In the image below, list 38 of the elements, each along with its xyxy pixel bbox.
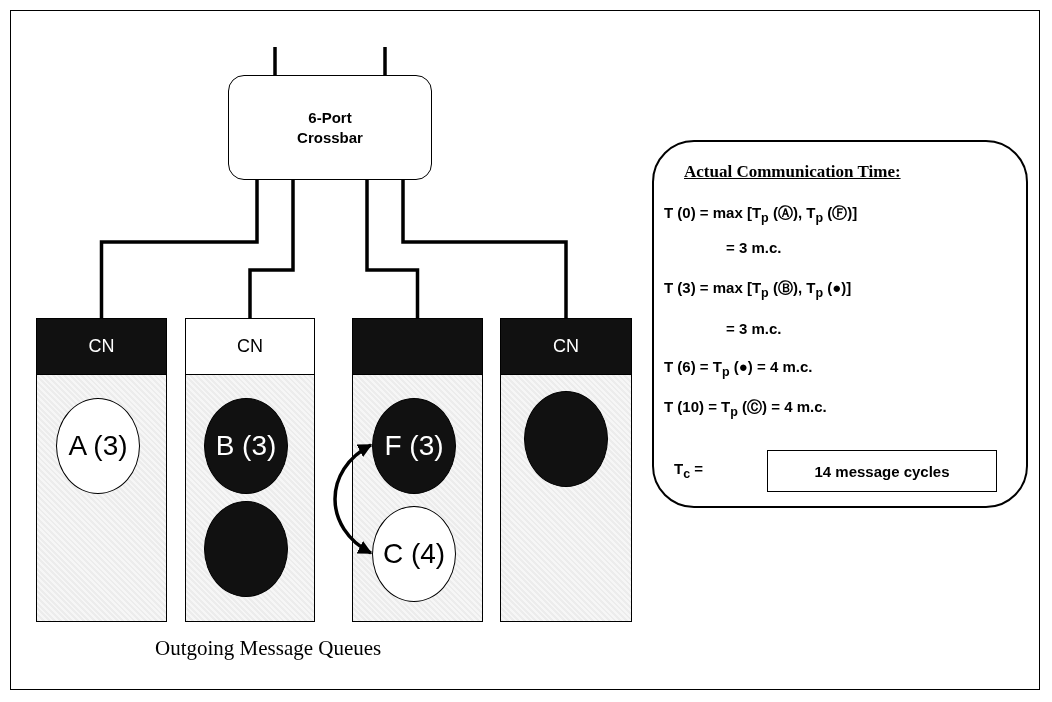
formula-text: = 3 m.c. xyxy=(726,320,782,337)
node-queue-column xyxy=(36,318,167,622)
formula-text: T (10) = T$_{p}$ (Ⓒ) = 4 m.c. xyxy=(664,398,827,419)
result-box xyxy=(767,450,997,492)
node-queue-column xyxy=(352,318,483,622)
timing-panel xyxy=(652,140,1028,508)
node-label: CN xyxy=(88,336,115,357)
link-line xyxy=(248,180,295,318)
link-line xyxy=(273,47,277,75)
formula-text: T (3) = max [T$_{p}$ (Ⓑ), T$_{p}$ (●)] xyxy=(664,279,852,300)
formula-text: T$_{c}$ = xyxy=(674,460,704,481)
formula-text: T (6) = T$_{p}$ (●) = 4 m.c. xyxy=(664,358,813,379)
message-label: A (3) xyxy=(68,430,128,462)
message-ellipse xyxy=(372,506,456,602)
node-label: CN xyxy=(553,336,579,357)
message-ellipse xyxy=(204,398,288,494)
link-line xyxy=(401,180,568,318)
link-line xyxy=(99,180,259,318)
crossbar-label: 6-Port Crossbar xyxy=(296,107,364,148)
node-queue-column xyxy=(185,318,315,622)
message-ellipse xyxy=(56,398,140,494)
link-line xyxy=(365,180,420,318)
message-ellipse xyxy=(204,501,288,597)
panel-title: Actual Communication Time: xyxy=(684,162,901,182)
message-label: C (4) xyxy=(382,538,446,570)
crossbar-box xyxy=(228,75,432,180)
formula-text: T (0) = max [T$_{p}$ (Ⓐ), T$_{p}$ (Ⓕ)] xyxy=(664,204,858,225)
message-ellipse xyxy=(372,398,456,494)
node-queue-column xyxy=(500,318,632,622)
message-ellipse xyxy=(524,391,608,487)
caption-text: Outgoing Message Queues xyxy=(155,636,382,661)
link-line xyxy=(383,47,387,75)
result-text: 14 message cycles xyxy=(814,462,950,480)
message-label: F (3) xyxy=(384,430,444,462)
arrow xyxy=(333,443,373,555)
node-label: CN xyxy=(237,336,263,357)
formula-text: = 3 m.c. xyxy=(726,239,782,256)
message-label: B (3) xyxy=(215,430,277,462)
